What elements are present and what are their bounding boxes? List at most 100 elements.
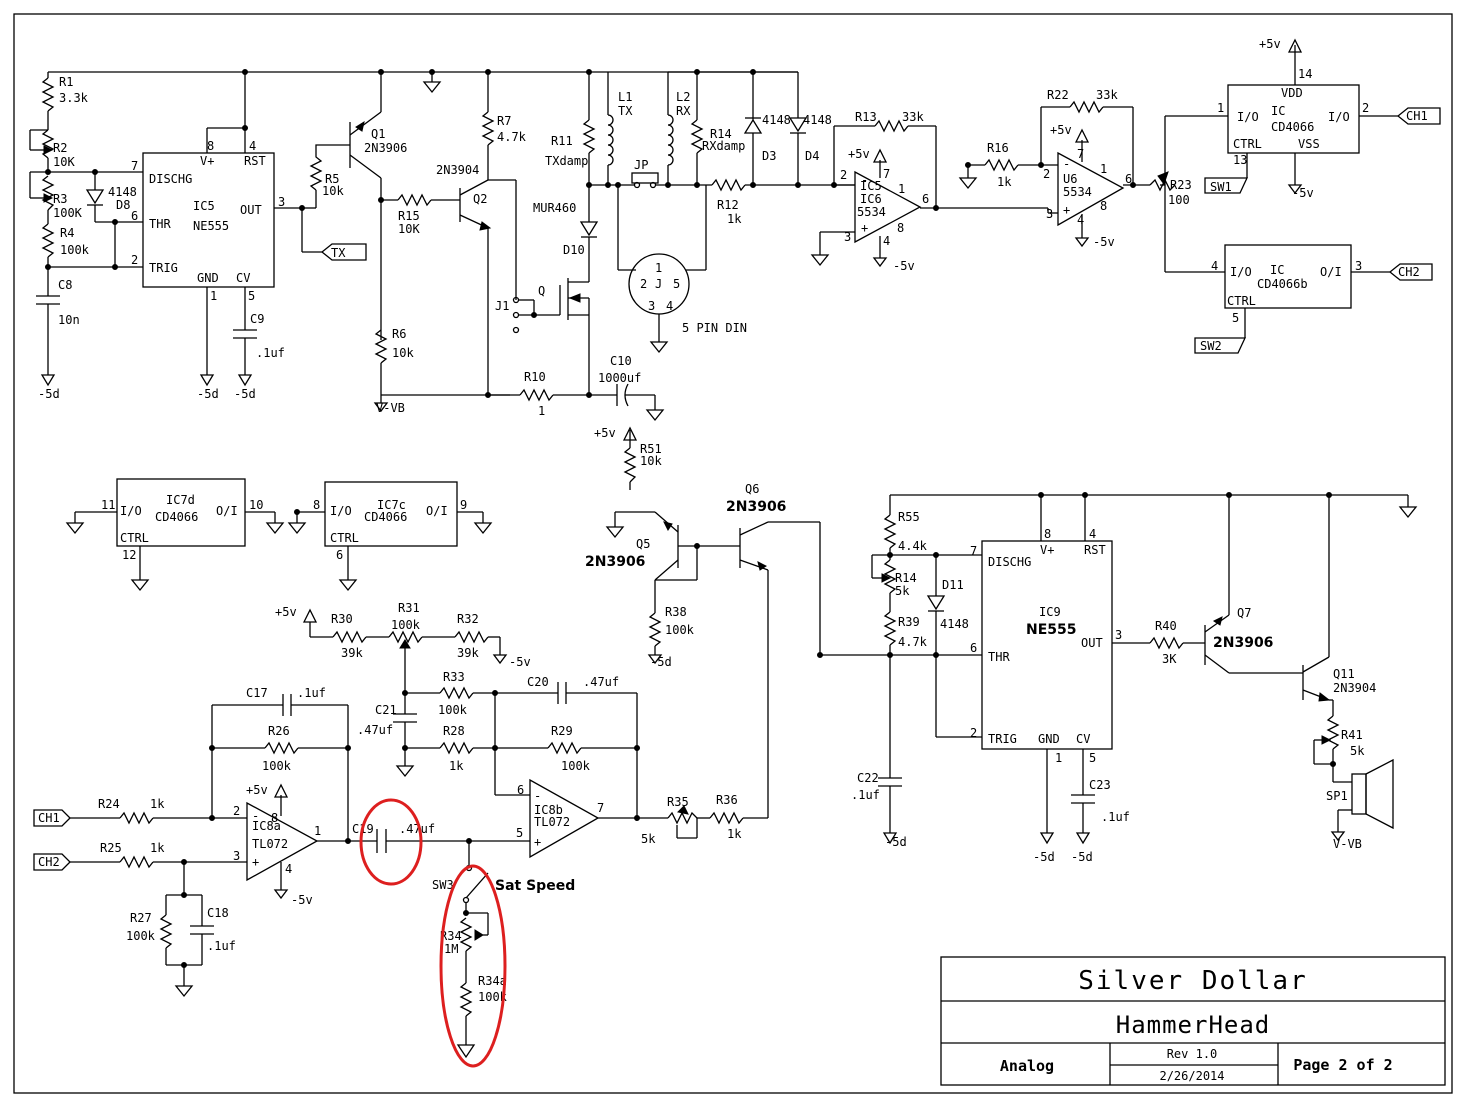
component-label: 1 xyxy=(210,289,217,303)
component-label: 3K xyxy=(1162,652,1177,666)
component-label: 4.4k xyxy=(898,539,928,553)
component-label: THR xyxy=(988,650,1010,664)
component-label: Sat Speed xyxy=(495,878,575,894)
component-label: 1 xyxy=(655,261,662,275)
component-label: R40 xyxy=(1155,619,1177,633)
component-label: CD4066b xyxy=(1257,277,1308,291)
component-label: -5d xyxy=(38,387,60,401)
q5-q6-transistors: Q5 2N3906 R38 100k -5d Q6 2N3906 xyxy=(585,482,821,818)
component-label: R28 xyxy=(443,724,465,738)
component-label: 4148 xyxy=(762,113,791,127)
sat-speed-switch: SW3 Sat Speed R34 1M R34a 100k xyxy=(432,841,575,1059)
component-label: 4148 xyxy=(108,185,137,199)
ic7c: I/O O/I IC7c CD4066 CTRL 8 9 6 xyxy=(287,481,493,592)
component-label: D3 xyxy=(762,149,776,163)
component-label: 8 xyxy=(271,811,278,825)
component-label: NE555 xyxy=(193,219,229,233)
component-label: 10k xyxy=(322,184,344,198)
component-label: I/O xyxy=(330,504,352,518)
component-label: 4 xyxy=(249,139,256,153)
component-label: R6 xyxy=(392,327,406,341)
component-label: THR xyxy=(149,217,171,231)
component-label: 6 xyxy=(131,209,138,223)
component-label: U6 xyxy=(1063,172,1077,186)
component-label: V-VB xyxy=(376,401,405,415)
component-label: CH1 xyxy=(1406,109,1428,123)
component-label: R41 xyxy=(1341,728,1363,742)
component-label: R38 xyxy=(665,605,687,619)
component-label: 11 xyxy=(101,498,115,512)
svg-text:-: - xyxy=(1063,157,1070,171)
component-label: 4 xyxy=(666,299,673,313)
component-label: 2 xyxy=(840,168,847,182)
component-label: 2N3906 xyxy=(585,554,645,570)
component-label: GND xyxy=(1038,732,1060,746)
component-label: TX xyxy=(618,104,633,118)
component-label: R25 xyxy=(100,841,122,855)
component-label: R29 xyxy=(551,724,573,738)
component-label: 3 xyxy=(648,299,655,313)
title-date: 2/26/2014 xyxy=(1159,1069,1224,1083)
component-label: -5v xyxy=(291,893,313,907)
component-label: 8 xyxy=(207,139,214,153)
component-label: R22 xyxy=(1047,88,1069,102)
component-label: CD4066 xyxy=(364,510,407,524)
component-label: TX xyxy=(331,246,346,260)
component-label: +5v xyxy=(246,783,268,797)
q1-transistor: Q1 2N3906 R15 10K R6 10k V-VB xyxy=(349,72,510,415)
component-label: 5 xyxy=(516,826,523,840)
component-label: .1uf xyxy=(297,686,326,700)
component-label: 8 xyxy=(313,498,320,512)
component-label: 5534 xyxy=(1063,185,1092,199)
component-label: 100k xyxy=(391,618,421,632)
component-label: 5534 xyxy=(857,205,886,219)
component-label: -5d xyxy=(1033,850,1055,864)
c19-coupling-cap: C19 .47uf xyxy=(352,822,530,853)
component-label: C22 xyxy=(857,771,879,785)
component-label: 4148 xyxy=(940,617,969,631)
component-label: 12 xyxy=(122,548,136,562)
ic8a-opamp: IC8a TL072 - + 2 3 1 8 4 +5v -5v C17 .1u… xyxy=(33,686,377,998)
component-label: 100k xyxy=(60,243,90,257)
cd4066-ch1: I/O I/O IC CD4066 VDD CTRL VSS 1 2 14 13… xyxy=(1204,37,1441,200)
component-label: 7 xyxy=(131,159,138,173)
component-label: CH2 xyxy=(1398,265,1420,279)
component-label: .1uf xyxy=(256,346,285,360)
component-label: C20 xyxy=(527,675,549,689)
cd4066-ch2: I/O O/I IC CD4066b CTRL 4 3 5 CH2 SW2 xyxy=(1194,244,1433,354)
component-label: D10 xyxy=(563,243,585,257)
component-label: 6 xyxy=(517,783,524,797)
component-label: 3 xyxy=(278,195,285,209)
component-label: 4 xyxy=(1089,527,1096,541)
component-label: DISCHG xyxy=(988,555,1031,569)
component-label: CD4066 xyxy=(1271,120,1314,134)
component-label: CV xyxy=(1076,732,1090,746)
component-label: 5 xyxy=(1089,751,1096,765)
component-label: IC7d xyxy=(166,493,195,507)
component-label: -5v xyxy=(1292,186,1314,200)
component-label: .47uf xyxy=(357,723,393,737)
component-label: R3 xyxy=(53,192,67,206)
component-label: 1k xyxy=(150,841,165,855)
component-label: 3 xyxy=(844,230,851,244)
component-label: 1 xyxy=(1217,101,1224,115)
tx-rx-network: R11 TXdamp MUR460 D10 L1 TX JP L2 RX R1 xyxy=(533,69,855,354)
component-label: RST xyxy=(1084,543,1106,557)
component-label: IC6 xyxy=(860,192,882,206)
component-label: RXdamp xyxy=(702,139,745,153)
component-label: 2 xyxy=(233,804,240,818)
component-label: CD4066 xyxy=(155,510,198,524)
component-label: -5d xyxy=(234,387,256,401)
component-label: J1 xyxy=(495,299,509,313)
component-label: IC8a xyxy=(252,819,281,833)
component-label: R36 xyxy=(716,793,738,807)
component-label: D11 xyxy=(942,578,964,592)
component-label: SP1 xyxy=(1326,789,1348,803)
component-label: -5v xyxy=(509,655,531,669)
component-label: 1M xyxy=(444,942,458,956)
component-label: 4 xyxy=(1077,213,1084,227)
component-label: I/O xyxy=(120,504,142,518)
component-label: 2N3904 xyxy=(1333,681,1376,695)
component-label: I/O xyxy=(1237,110,1259,124)
component-label: -5v xyxy=(1093,235,1115,249)
